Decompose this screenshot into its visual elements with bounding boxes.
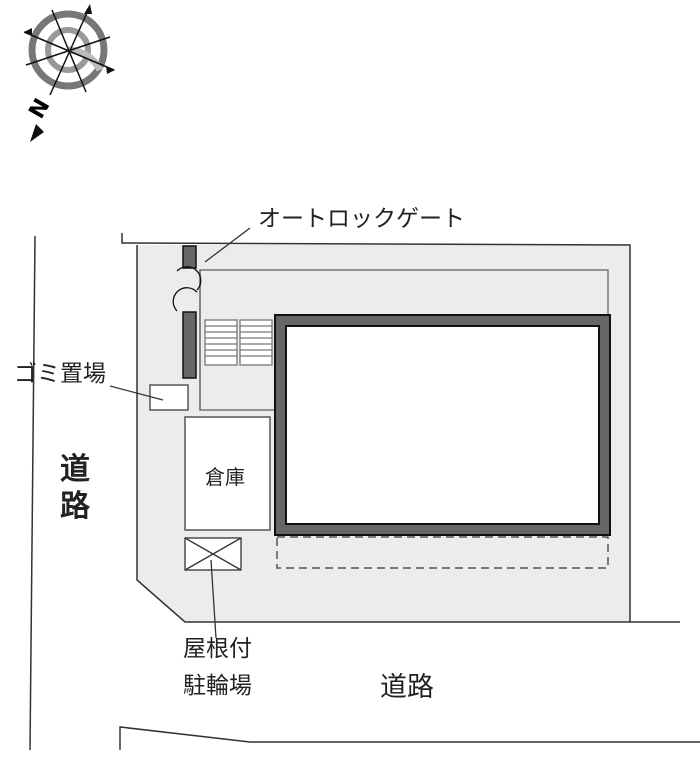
bicycle-label-2: 駐輪場	[183, 673, 252, 699]
road-west-edge	[29, 235, 36, 751]
autolock-gate-label: オートロックゲート	[258, 206, 465, 232]
storage-room	[184, 416, 271, 531]
lot-boundary	[136, 245, 680, 623]
garbage-area	[149, 384, 189, 411]
road-west-label-2: 路	[60, 489, 90, 524]
bicycle-label-1: 屋根付	[183, 636, 252, 662]
garbage-label: ゴミ置場	[14, 361, 106, 387]
road-south-far-edge	[119, 726, 700, 750]
road-south-label: 道路	[380, 672, 434, 703]
stairs-icon	[204, 319, 273, 366]
north-label: N	[25, 95, 56, 123]
compass-icon: N	[23, 4, 115, 142]
door-icon	[172, 266, 202, 312]
autolock-gate	[172, 245, 202, 379]
storage-label: 倉庫	[205, 465, 245, 489]
bicycle-parking	[184, 537, 242, 639]
road-west-label-1: 道	[60, 452, 90, 487]
dashed-area	[276, 536, 609, 569]
